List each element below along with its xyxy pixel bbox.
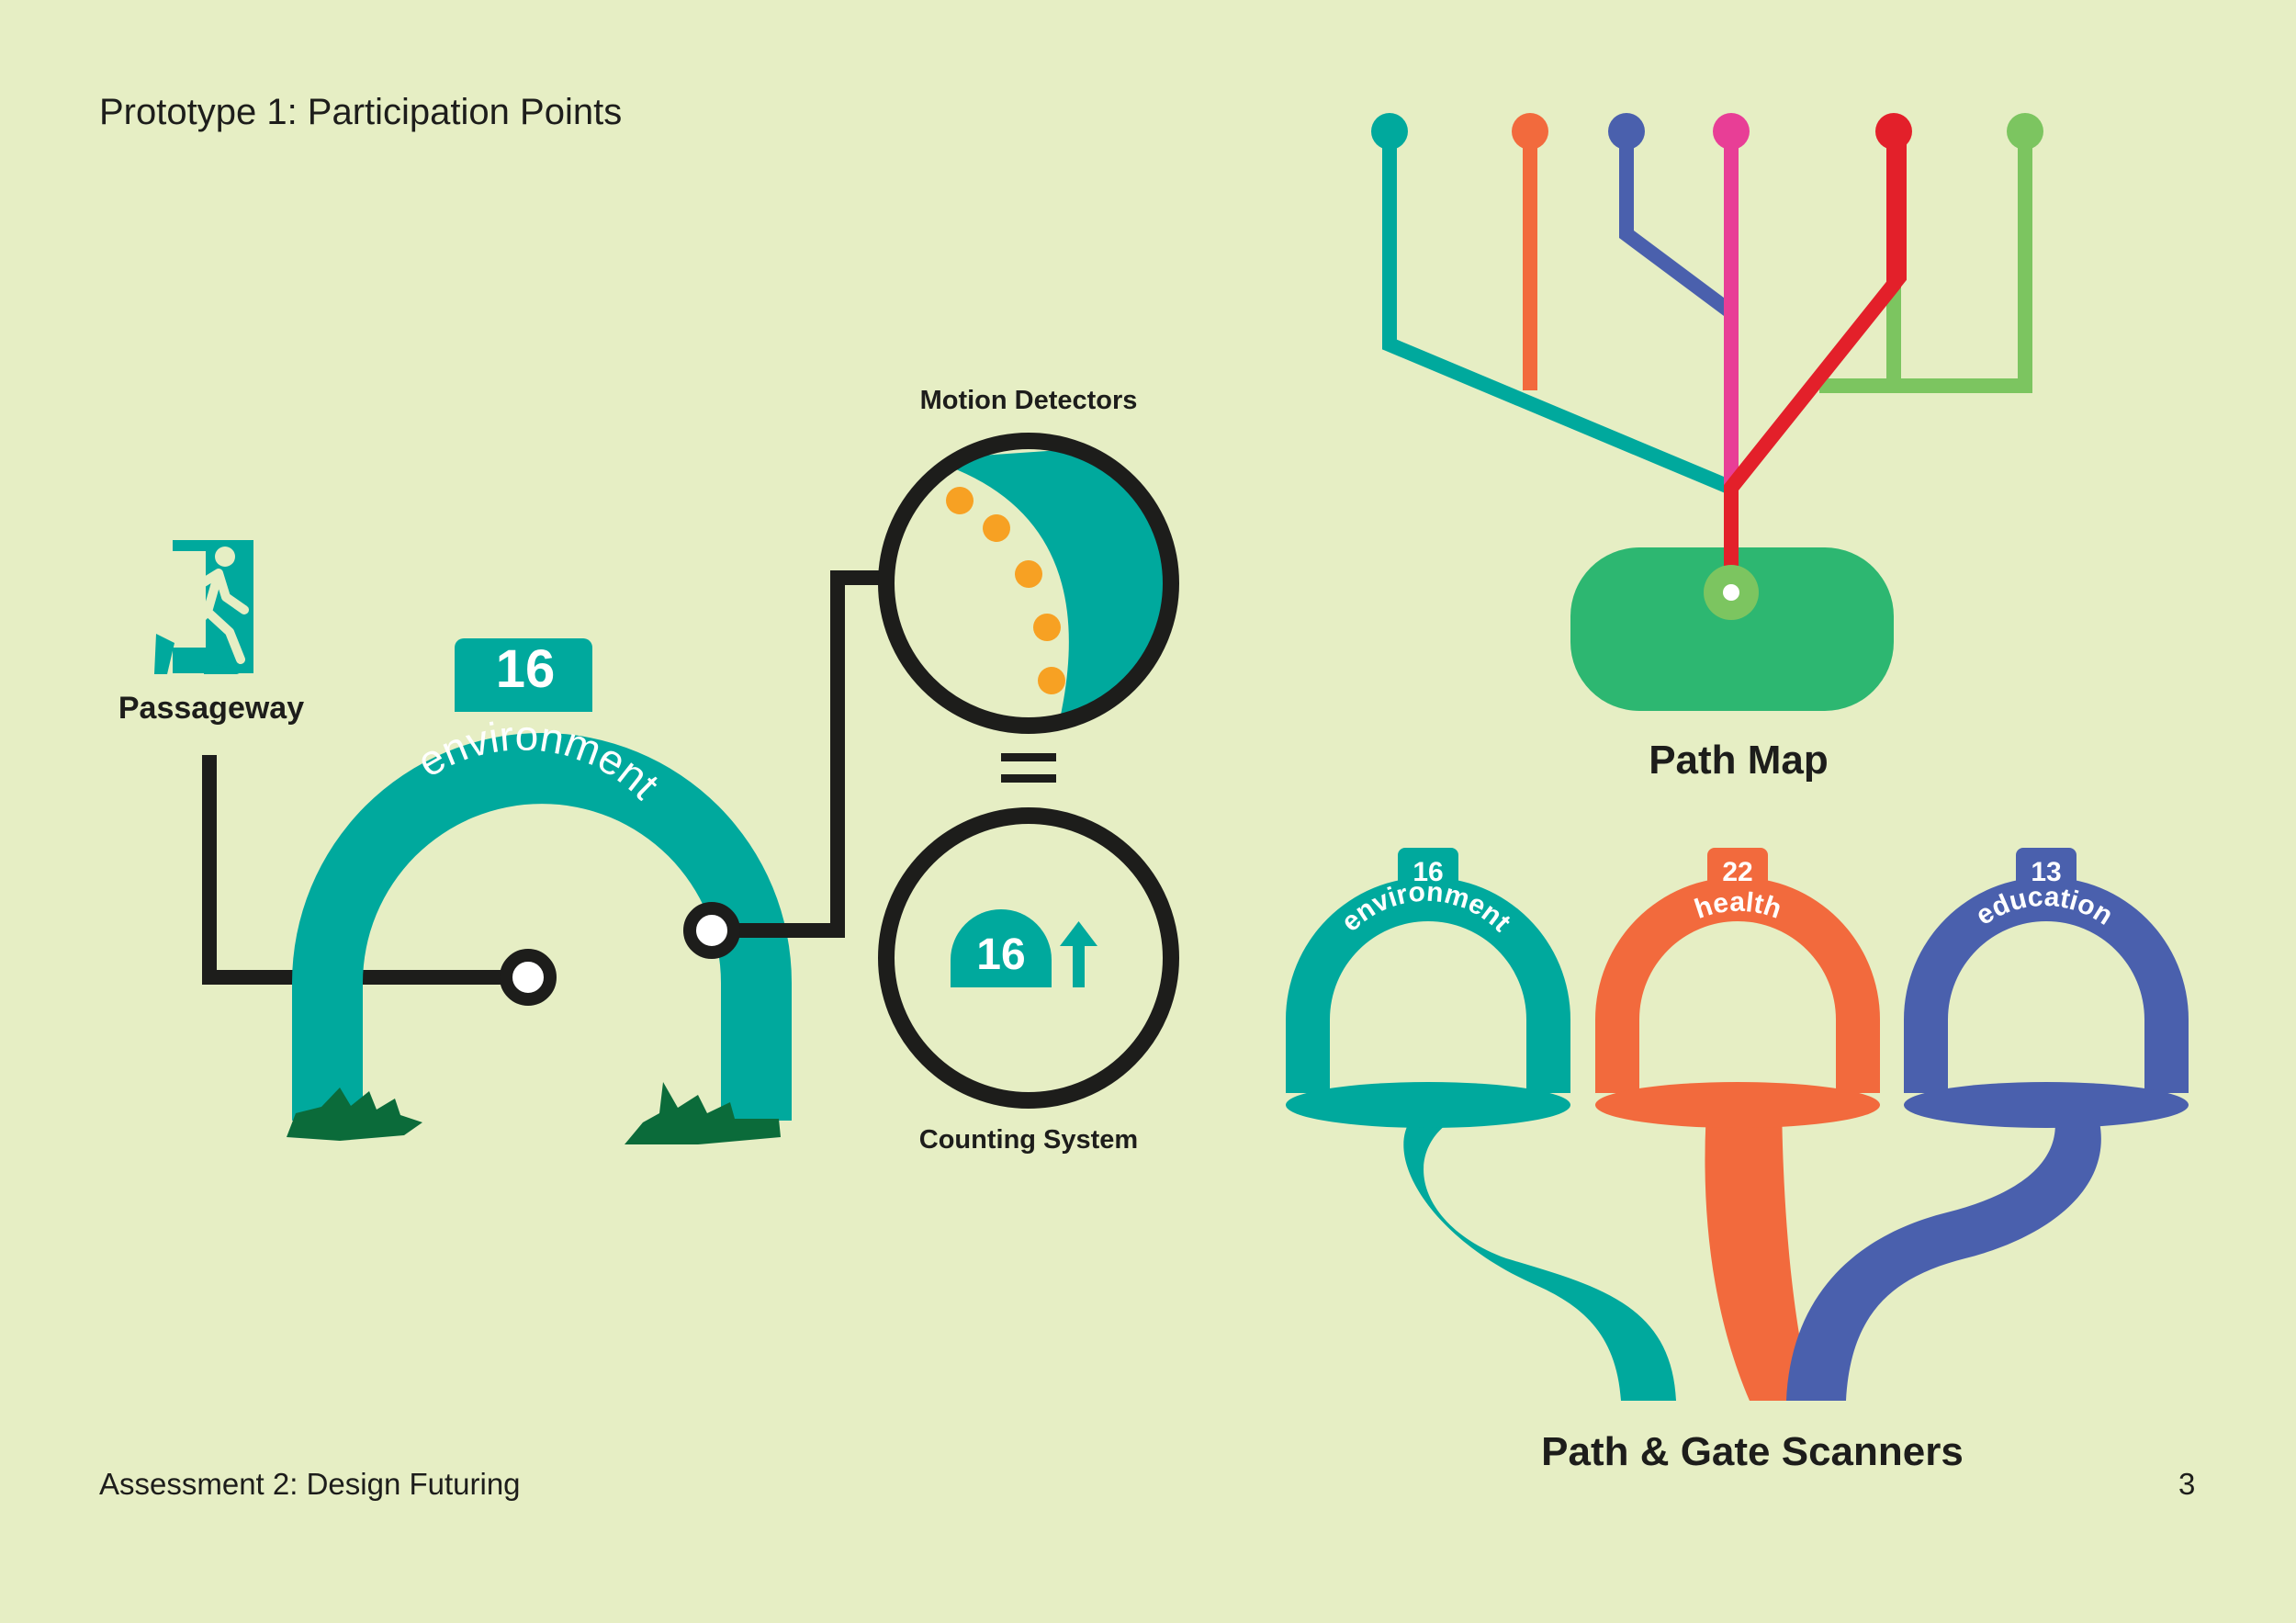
passageway-connector [202,755,528,985]
path-map-label: Path Map [1649,738,1829,783]
passageway-sensor-node [500,949,557,1006]
motion-detectors-label: Motion Detectors [920,386,1138,415]
counting-count: 16 [976,930,1025,979]
path-line-green [1819,133,1901,393]
counting-dome [951,909,1052,987]
environment-arch [292,638,792,1121]
motion-dots [946,487,1065,694]
motion-detector-lens [878,433,1179,734]
scanner-path-blue [1786,1093,2101,1401]
path-gate-scanners-label: Path & Gate Scanners [1541,1429,1964,1474]
path-map [1371,113,2043,711]
arch-sensor-node [683,902,740,959]
gate-environment-count: 16 [1412,857,1443,887]
grass-right [625,1082,781,1144]
scanner-path-teal [1403,1102,1676,1401]
arch-count: 16 [496,639,556,699]
gate-health-count: 22 [1722,857,1752,887]
page-title: Prototype 1: Participation Points [99,92,623,132]
page-number: 3 [2178,1467,2196,1501]
path-gate-scanners [1286,848,2189,1401]
path-line-blue [1619,133,1736,319]
arrow-up-icon [1060,921,1097,987]
counting-system-label: Counting System [919,1125,1138,1155]
gate-health [1595,848,1880,1128]
path-line-red [1724,133,1901,584]
gate-environment [1286,848,1570,1128]
exit-sign-icon [154,540,253,674]
counting-system-circle [878,807,1179,1109]
grass-left [287,1088,422,1141]
path-line-ends [1371,113,2043,150]
path-line-teal [1382,133,1735,495]
gate-education-count: 13 [2031,857,2061,887]
passageway-label: Passageway [118,691,304,726]
arch-count-tab [455,638,592,712]
motion-connector [712,570,886,938]
footer-text: Assessment 2: Design Futuring [99,1467,521,1501]
scanner-path-orange [1705,1084,1814,1401]
motion-detector-view [928,441,1171,726]
equals-icon [1001,753,1056,783]
path-map-pad [1570,547,1894,711]
gate-education [1904,848,2189,1128]
